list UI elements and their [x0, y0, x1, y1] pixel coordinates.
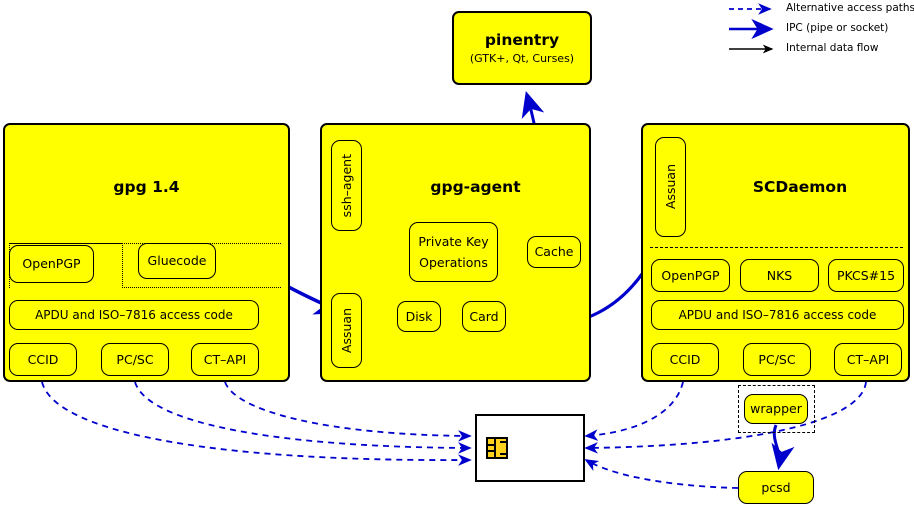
pko-line-2: Operations: [419, 254, 488, 270]
scdaemon-assuan-label: Assuan: [662, 164, 678, 210]
alt-gpg-pcsc-to-card: [134, 381, 472, 454]
gpg-node-pcsc[interactable]: PC/SC: [101, 343, 169, 376]
scdaemon-node-openpgp[interactable]: OpenPGP: [651, 259, 730, 292]
gpg-node-openpgp[interactable]: OpenPGP: [9, 245, 94, 283]
legend-label-alt-path: Alternative access paths: [786, 2, 914, 14]
alt-gpg-ccid-to-card: [41, 381, 472, 466]
scdaemon-node-apdu[interactable]: APDU and ISO–7816 access code: [651, 300, 904, 330]
scdaemon-node-assuan[interactable]: Assuan: [655, 137, 686, 237]
pinentry-box[interactable]: pinentry (GTK+, Qt, Curses): [452, 11, 592, 85]
gpg-title: gpg 1.4: [113, 178, 180, 196]
gpg-node-gluecode[interactable]: Gluecode: [138, 243, 216, 279]
gpg-node-ctapi[interactable]: CT–API: [191, 343, 259, 376]
scdaemon-node-pkcs15[interactable]: PKCS#15: [828, 259, 904, 292]
pinentry-title: pinentry: [484, 31, 560, 49]
gpg-agent-title: gpg-agent: [430, 178, 521, 196]
scdaemon-node-pcsc[interactable]: PC/SC: [743, 343, 811, 376]
scdaemon-node-ccid[interactable]: CCID: [651, 343, 719, 376]
gpg-node-apdu[interactable]: APDU and ISO–7816 access code: [9, 300, 259, 330]
gpg-agent-node-card[interactable]: Card: [462, 301, 506, 332]
gpg-agent-node-disk[interactable]: Disk: [397, 301, 441, 332]
scdaemon-node-ctapi[interactable]: CT–API: [834, 343, 902, 376]
alt-gpg-ctapi-to-card: [224, 381, 472, 442]
smartcard-chip-icon: [486, 437, 508, 459]
node-wrapper[interactable]: wrapper: [744, 394, 808, 424]
scdaemon-title: SCDaemon: [752, 178, 848, 196]
alt-scd-ctapi-to-card: [584, 381, 867, 454]
pko-line-1: Private Key: [418, 233, 489, 249]
gpg-agent-node-ssh-agent[interactable]: ssh–agent: [331, 140, 362, 231]
gpg-agent-assuan-label: Assuan: [338, 307, 354, 354]
gpg-agent-node-private-key-operations[interactable]: Private Key Operations: [409, 222, 498, 282]
wrapper-dashed-region: [738, 385, 815, 433]
node-pcsd[interactable]: pcsd: [738, 471, 814, 504]
legend-label-internal: Internal data flow: [786, 42, 879, 54]
gpg-agent-node-assuan[interactable]: Assuan: [331, 293, 362, 368]
scdaemon-dashed-divider: [650, 247, 903, 248]
pinentry-subtitle: (GTK+, Qt, Curses): [469, 52, 575, 65]
gpg-agent-node-cache[interactable]: Cache: [527, 236, 581, 268]
gpg-agent-ssh-agent-label: ssh–agent: [338, 153, 354, 218]
alt-scd-ccid-to-card: [584, 381, 684, 441]
alt-pcsd-to-card: [584, 459, 739, 489]
gpg-node-ccid[interactable]: CCID: [9, 343, 77, 376]
gpg-dashed-region-lower: [122, 243, 281, 288]
scdaemon-node-nks[interactable]: NKS: [740, 259, 819, 292]
legend-label-ipc: IPC (pipe or socket): [786, 22, 889, 34]
